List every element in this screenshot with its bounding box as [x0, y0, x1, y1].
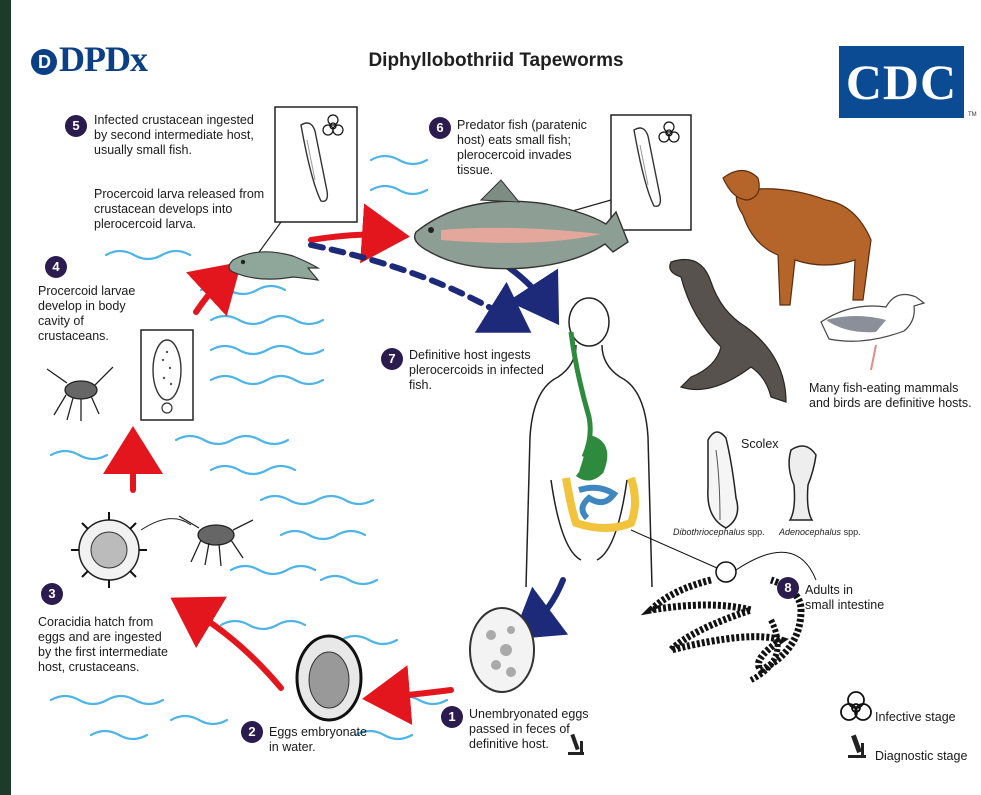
microscope-icon: [848, 735, 866, 758]
cdc-trademark: TM: [968, 112, 977, 118]
crustacean-step4: [47, 367, 113, 421]
cdc-logo: CDC: [839, 46, 964, 118]
step-2-text: Eggs embryonate in water.: [269, 725, 367, 755]
step-5-text: Infected crustacean ingested by second i…: [94, 113, 254, 158]
step-4-badge: 4: [45, 256, 67, 278]
step-3-badge: 3: [41, 583, 63, 605]
legend-diagnostic: Diagnostic stage: [875, 749, 967, 763]
step-7-badge: 7: [381, 348, 403, 370]
arrow-4-to-5: [196, 278, 224, 312]
step-8-text: Adults in small intestine: [805, 583, 884, 613]
step-1-badge: 1: [441, 706, 463, 728]
dog-host: [723, 171, 871, 306]
definitive-hosts-note: Many fish-eating mammals and birds are d…: [809, 381, 972, 411]
arrow-5-to-6: [311, 235, 386, 240]
page-title: Diphyllobothriid Tapeworms: [11, 50, 981, 72]
scolex-dibothriocephalus: [708, 432, 738, 528]
predator-fish: [415, 180, 628, 269]
human-host: [526, 298, 652, 587]
step-5-badge: 5: [65, 115, 87, 137]
step-2-badge: 2: [241, 721, 263, 743]
unembryonated-egg: [470, 608, 534, 692]
step-5-text-2: Procercoid larva released from crustacea…: [94, 187, 264, 232]
biohazard-icon: [841, 692, 871, 720]
scolex-label: Scolex: [741, 437, 779, 452]
legend-infective: Infective stage: [875, 710, 956, 724]
step-7-text: Definitive host ingests plerocercoids in…: [409, 348, 544, 393]
scolex-genus-1: Dibothriocephalus spp.: [673, 527, 765, 537]
step-6-badge: 6: [429, 117, 451, 139]
plerocercoid-box-5: [257, 107, 357, 255]
scolex-genus-2: Adenocephalus spp.: [779, 527, 861, 537]
procercoid-box-4: [141, 330, 193, 420]
small-fish: [229, 252, 318, 280]
arrow-8-to-1: [531, 580, 563, 625]
step-8-badge: 8: [777, 577, 799, 599]
step-3-text: Coracidia hatch from eggs and are ingest…: [38, 615, 168, 675]
lifecycle-arrows-red: [133, 235, 451, 697]
coracidium: [71, 512, 147, 588]
seagull-host: [821, 295, 924, 370]
scolex-adenocephalus: [789, 446, 816, 520]
crustacean-step3: [141, 516, 253, 566]
adult-tapeworm: [631, 530, 816, 680]
arrow-1-to-2: [386, 690, 451, 697]
step-1-text: Unembryonated eggs passed in feces of de…: [469, 707, 589, 752]
lifecycle-arrows-navy: [311, 245, 563, 625]
step-6-text: Predator fish (paratenic host) eats smal…: [457, 118, 587, 178]
sea-lion-host: [670, 260, 786, 403]
embryonated-egg: [297, 636, 361, 720]
step-4-text: Procercoid larvae develop in body cavity…: [38, 284, 135, 344]
